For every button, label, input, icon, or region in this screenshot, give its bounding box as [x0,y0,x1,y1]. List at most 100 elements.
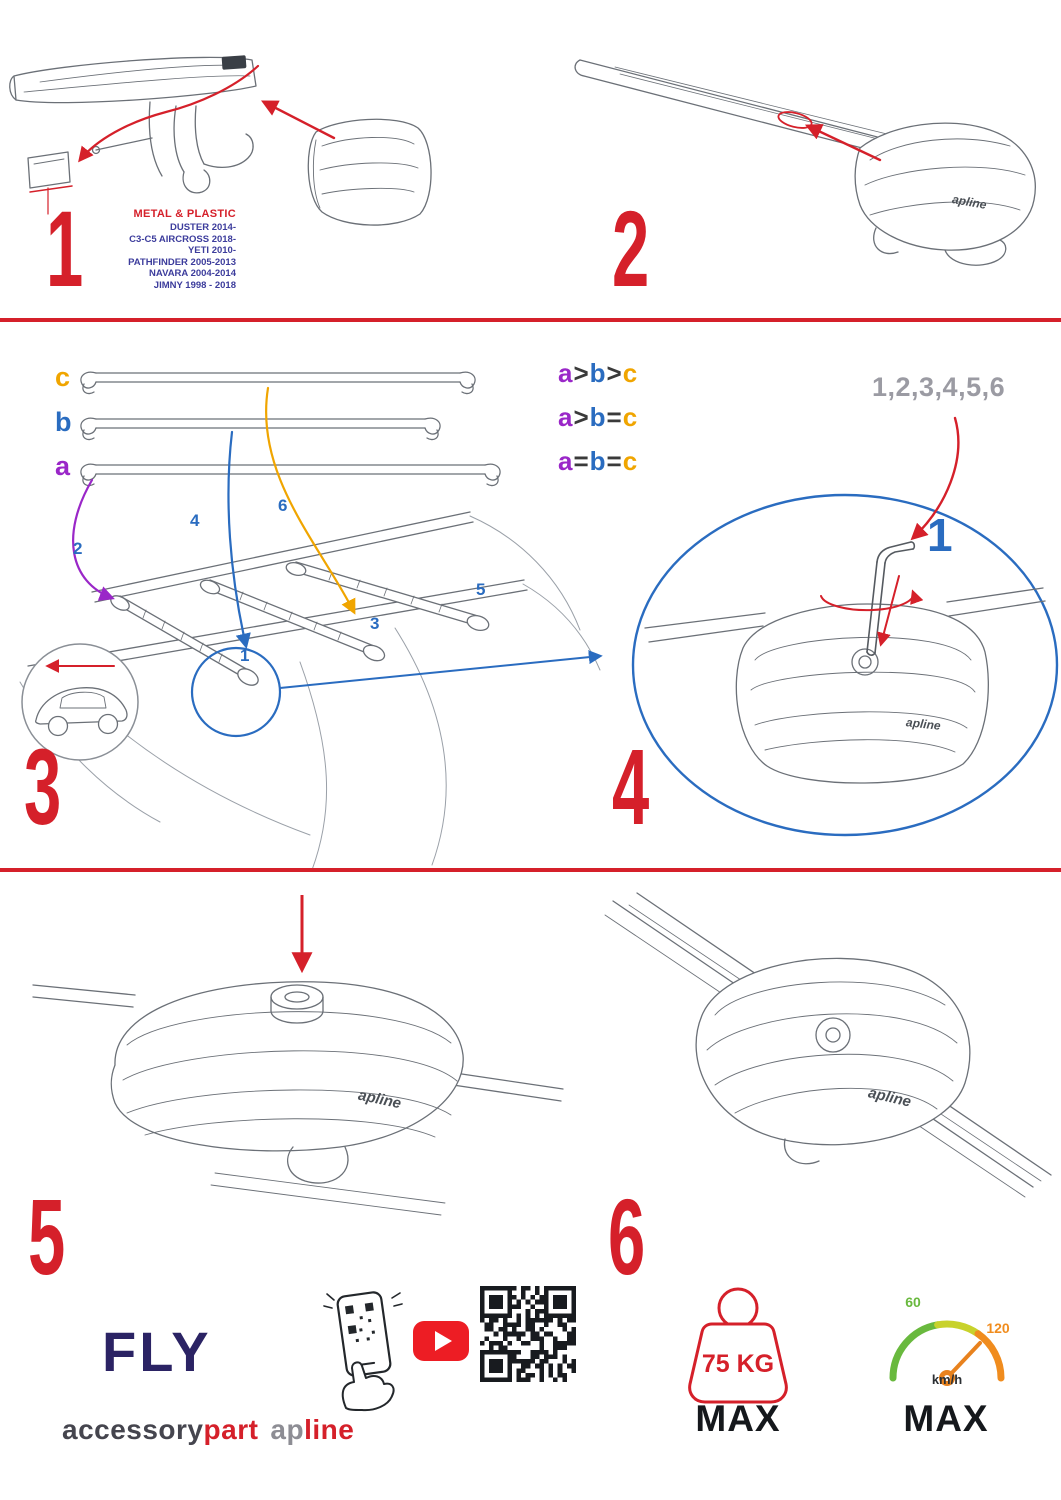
bar-label-b: b [55,407,72,437]
wordmark-accessory: accessory [62,1414,204,1445]
sequence-arrow [910,416,960,541]
red-divider-2 [0,868,1061,872]
bar-label-c: c [55,362,71,392]
allen-key-drawing [866,541,916,656]
zoom-leader-arrow [279,650,603,689]
phone-qr-screen [344,1302,376,1343]
wordmark-part: part [203,1414,259,1445]
insert-arrow [804,124,882,162]
step4-number: 4 [612,726,650,847]
step2-red-annotations [777,111,882,162]
max-speed-label: MAX [903,1398,989,1439]
cover-to-bar-arrow [261,100,336,140]
formula-term: a [558,358,574,388]
speed-unit-label: km/h [931,1372,963,1387]
wordmark-line: line [304,1414,355,1445]
bar-label-a: a [55,451,71,481]
roof-position-4: 4 [190,511,200,530]
scan-spark-lines [323,1292,403,1309]
apline-logo-text: apline [905,715,942,733]
vehicle-item: DUSTER 2014- [170,222,236,233]
roof-position-6: 6 [278,496,288,515]
knob-drawing [270,984,324,1024]
position1-highlight [190,646,603,738]
roof-rails-drawing [27,511,528,677]
step3-number: 3 [24,726,62,847]
max-weight-value: 75 KG [701,1350,775,1378]
scan-phone-icon [323,1291,403,1412]
roof-position-5: 5 [476,580,486,599]
formula-operator: > [606,358,623,388]
vehicle-item: JIMNY 1998 - 2018 [153,279,236,291]
vehicle-item: PATHFINDER 2005-2013 [128,256,236,268]
crossbar-drawing [9,55,257,104]
max-weight-label: MAX [695,1398,781,1439]
spacing-formula-2: a>b=c [558,404,638,430]
slot-highlight [777,111,813,129]
speed-low-label: 60 [905,1294,921,1310]
curve-a-purple [72,478,115,601]
foot-drawing [735,603,989,784]
speed-high-label: 120 [986,1320,1010,1336]
speedo-needle [945,1341,982,1380]
formula-term: c [622,402,639,432]
step5-knob-illustration [32,895,564,1216]
cover-piece-drawing [307,118,432,226]
speedometer-icon [889,1320,1005,1386]
bar-position-curves [45,386,356,673]
step4-red-annotations [820,416,960,647]
material-label: METAL & PLASTIC [133,208,236,220]
formula-term: c [622,446,639,476]
step3-roof-layout-illustration [19,371,603,871]
formula-term: a [558,402,574,432]
zoom-ellipse [631,493,1059,837]
step2-endcap-illustration [574,59,1036,266]
roof-crossbars-drawing [110,561,490,686]
vehicle-item: NAVARA 2004-2014 [149,268,236,279]
step2-number: 2 [612,188,650,309]
vehicle-item: C3-C5 AIRCROSS 2018- [129,233,236,245]
formula-term: b [589,446,607,476]
spacing-formula-1: a>b>c [558,360,638,386]
step6-mounted-illustration [604,892,1052,1198]
youtube-icon [413,1321,469,1361]
step6-number: 6 [608,1176,646,1297]
foot-drawing [110,981,464,1184]
tighten-sequence-label: 1,2,3,4,5,6 [872,372,1006,402]
position1-circle [190,646,282,738]
qr-code [480,1286,576,1382]
wordmark-ap: ap [270,1414,305,1445]
bar-a-drawing [80,463,501,487]
formula-term: b [589,358,607,388]
step1-red-annotations [29,64,336,215]
bar-logo-patch [221,55,247,70]
step1-clamp-illustration [9,55,432,226]
rotate-arrow [820,589,924,612]
holding-hand [341,1361,395,1412]
foot-drawing [854,122,1036,266]
curve-b-blue [227,430,251,650]
clamp-mechanism-drawing [27,101,254,194]
curve-c-orange [265,386,356,615]
step1-number: 1 [46,188,84,309]
product-name: FLY [102,1320,212,1383]
roof-position-1: 1 [240,646,250,665]
bar-c-drawing [80,371,476,395]
foot-drawing [695,957,971,1165]
step4-tighten-illustration [631,416,1059,837]
formula-operator: = [606,446,623,476]
rail-lines [32,984,564,1216]
formula-operator: > [573,402,590,432]
formula-term: c [622,358,639,388]
roof-position-2: 2 [73,539,83,558]
vehicle-item: YETI 2010- [187,245,236,256]
formula-operator: > [573,358,590,388]
bar-b-drawing [80,417,441,441]
rail-lines [644,587,1046,643]
sequence-highlight-1: 1 [927,509,953,561]
car-direction-inset [21,643,139,761]
clamp-route-arrow [78,64,260,163]
formula-operator: = [573,446,590,476]
